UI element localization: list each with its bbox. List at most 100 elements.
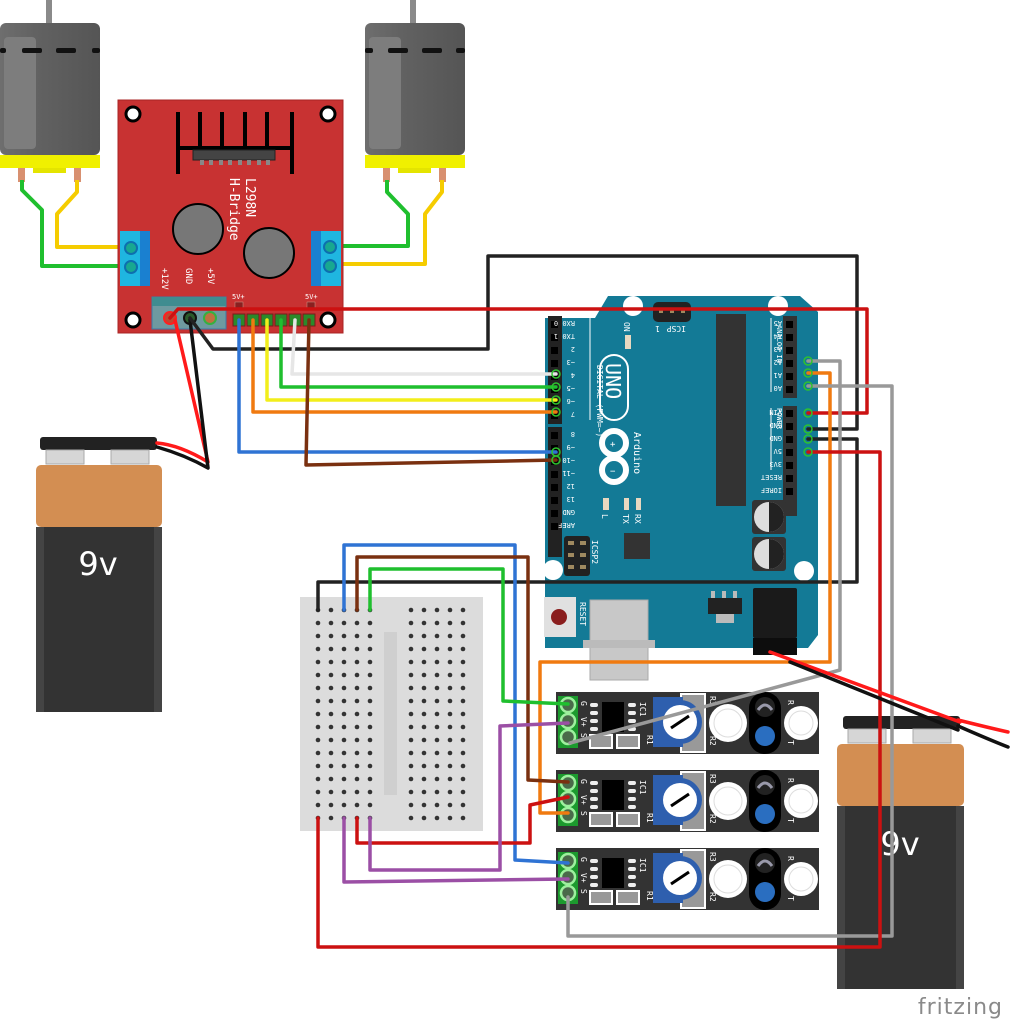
breadboard-hole[interactable]: [434, 646, 440, 652]
breadboard-hole[interactable]: [328, 698, 334, 704]
wire-endpoint[interactable]: [551, 407, 561, 417]
battery-left[interactable]: 9v: [36, 437, 162, 712]
breadboard-hole[interactable]: [315, 633, 321, 639]
breadboard-hole[interactable]: [367, 789, 373, 795]
breadboard-hole[interactable]: [447, 620, 453, 626]
digital-pin[interactable]: [551, 523, 558, 530]
breadboard-hole[interactable]: [367, 802, 373, 808]
breadboard-hole[interactable]: [328, 685, 334, 691]
breadboard-hole[interactable]: [421, 620, 427, 626]
breadboard-hole[interactable]: [408, 633, 414, 639]
breadboard-hole[interactable]: [341, 672, 347, 678]
digital-pin[interactable]: [551, 321, 558, 328]
power-pin[interactable]: [786, 410, 793, 417]
breadboard-hole[interactable]: [315, 659, 321, 665]
breadboard-hole[interactable]: [354, 789, 360, 795]
wire-green[interactable]: [340, 180, 410, 248]
breadboard-hole[interactable]: [421, 776, 427, 782]
breadboard-hole[interactable]: [328, 776, 334, 782]
breadboard-hole[interactable]: [460, 607, 466, 613]
wire-a1-sensor2[interactable]: [538, 371, 832, 815]
terminal-5v[interactable]: [203, 311, 217, 325]
sensor-pin-s[interactable]: [559, 806, 577, 824]
breadboard-hole[interactable]: [460, 672, 466, 678]
battery-right[interactable]: 9v: [837, 716, 964, 989]
wire-endpoint[interactable]: [551, 455, 561, 465]
breadboard-hole[interactable]: [367, 750, 373, 756]
breadboard-hole[interactable]: [434, 607, 440, 613]
breadboard-hole[interactable]: [447, 763, 453, 769]
breadboard-hole[interactable]: [367, 672, 373, 678]
breadboard-hole[interactable]: [434, 698, 440, 704]
breadboard-hole[interactable]: [341, 763, 347, 769]
breadboard-hole[interactable]: [408, 776, 414, 782]
breadboard-hole[interactable]: [341, 737, 347, 743]
breadboard-hole[interactable]: [447, 698, 453, 704]
breadboard-hole[interactable]: [421, 763, 427, 769]
wire-in3-pin5[interactable]: [279, 318, 558, 389]
breadboard-hole[interactable]: [460, 646, 466, 652]
breadboard-hole[interactable]: [421, 789, 427, 795]
breadboard-hole[interactable]: [328, 672, 334, 678]
breadboard-hole[interactable]: [408, 685, 414, 691]
breadboard-hole[interactable]: [460, 724, 466, 730]
breadboard-hole[interactable]: [354, 672, 360, 678]
breadboard-hole[interactable]: [328, 607, 334, 613]
breadboard-hole[interactable]: [354, 711, 360, 717]
breadboard-hole[interactable]: [367, 646, 373, 652]
breadboard-hole[interactable]: [460, 802, 466, 808]
power-pin[interactable]: [786, 436, 793, 443]
breadboard-hole[interactable]: [434, 737, 440, 743]
breadboard-hole[interactable]: [328, 724, 334, 730]
breadboard-hole[interactable]: [447, 659, 453, 665]
analog-pin[interactable]: [786, 373, 793, 380]
breadboard-hole[interactable]: [328, 802, 334, 808]
wire-bb-sensor3-gnd[interactable]: [342, 543, 570, 865]
power-pin[interactable]: [786, 449, 793, 456]
breadboard-hole[interactable]: [367, 698, 373, 704]
wire-ena-pin9[interactable]: [237, 318, 558, 454]
breadboard-hole[interactable]: [315, 789, 321, 795]
analog-pin[interactable]: [786, 347, 793, 354]
breadboard-hole[interactable]: [408, 698, 414, 704]
breadboard-hole[interactable]: [315, 711, 321, 717]
power-pin[interactable]: [786, 423, 793, 430]
breadboard-hole[interactable]: [434, 802, 440, 808]
breadboard-hole[interactable]: [408, 763, 414, 769]
breadboard-hole[interactable]: [434, 763, 440, 769]
mini-breadboard[interactable]: [300, 597, 483, 831]
analog-pin[interactable]: [786, 360, 793, 367]
breadboard-hole[interactable]: [328, 646, 334, 652]
breadboard-hole[interactable]: [367, 776, 373, 782]
breadboard-hole[interactable]: [328, 789, 334, 795]
breadboard-hole[interactable]: [328, 711, 334, 717]
breadboard-hole[interactable]: [434, 750, 440, 756]
breadboard-hole[interactable]: [421, 711, 427, 717]
breadboard-hole[interactable]: [460, 685, 466, 691]
breadboard-hole[interactable]: [408, 789, 414, 795]
breadboard-hole[interactable]: [354, 737, 360, 743]
breadboard-hole[interactable]: [447, 724, 453, 730]
breadboard-hole[interactable]: [367, 659, 373, 665]
breadboard-hole[interactable]: [421, 646, 427, 652]
breadboard-hole[interactable]: [408, 607, 414, 613]
wire-endpoint[interactable]: [803, 408, 813, 418]
breadboard-hole[interactable]: [408, 659, 414, 665]
breadboard-hole[interactable]: [341, 620, 347, 626]
motor-left[interactable]: [0, 0, 100, 182]
breadboard-hole[interactable]: [328, 763, 334, 769]
breadboard-hole[interactable]: [315, 763, 321, 769]
breadboard-hole[interactable]: [434, 620, 440, 626]
breadboard-hole[interactable]: [367, 763, 373, 769]
sensor-pin-s[interactable]: [559, 728, 577, 746]
breadboard-hole[interactable]: [408, 646, 414, 652]
digital-pin[interactable]: [551, 334, 558, 341]
breadboard-hole[interactable]: [328, 633, 334, 639]
breadboard-hole[interactable]: [367, 685, 373, 691]
wire-bb-sensor1-vplus[interactable]: [368, 721, 570, 872]
breadboard-hole[interactable]: [315, 802, 321, 808]
breadboard-hole[interactable]: [354, 659, 360, 665]
breadboard-hole[interactable]: [434, 724, 440, 730]
